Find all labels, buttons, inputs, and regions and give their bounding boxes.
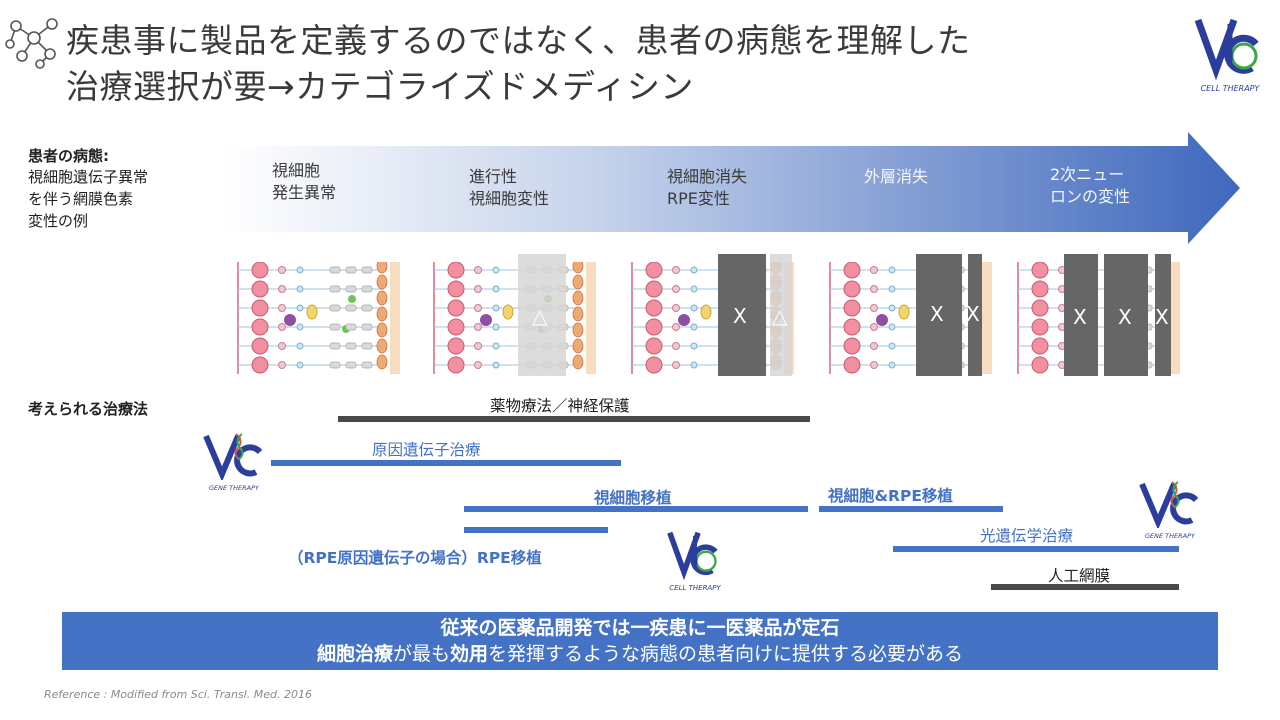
gene-therapy-label: 原因遺伝子治療 [372, 441, 481, 459]
banner-line-1: 従来の医薬品開発では一疾患に一医薬品が定石 [440, 617, 840, 639]
stage-4-label: 外層消失 [864, 167, 929, 186]
stage2-degeneration-shade [518, 254, 566, 376]
stage5-x-mark-3: X [1155, 305, 1169, 329]
cell-therapy-logo-top: CELL THERAPY [1190, 14, 1270, 94]
cell-therapy-text-middle: CELL THERAPY [669, 584, 721, 592]
rpe-transplant-bar [464, 527, 608, 533]
gene-therapy-logo-right: GENE THERAPY [1136, 478, 1204, 542]
stage5-loss-block-3 [1155, 254, 1171, 376]
stage5-loss-block-2 [1104, 254, 1148, 376]
conclusion-banner: 従来の医薬品開発では一疾患に一医薬品が定石 細胞治療が最も効用を発揮するような病… [62, 612, 1218, 670]
stage-1-label: 視細胞発生異常 [272, 161, 337, 202]
stage4-loss-block-2 [968, 254, 982, 376]
stage3-rpe-shade [770, 254, 792, 376]
stage5-loss-block-1 [1064, 254, 1098, 376]
vc-logo-icon [1194, 18, 1259, 81]
banner-line-2: 細胞治療が最も効用を発揮するような病態の患者向けに提供する必要がある [316, 643, 964, 665]
pathology-line-3: 変性の例 [28, 212, 89, 230]
gene-therapy-logo-left: GENE THERAPY [200, 430, 268, 494]
retina-illustration-stage-2 [433, 262, 596, 374]
stage-2-label: 進行性視細胞変性 [469, 167, 550, 208]
photoreceptor-rpe-transplant-bar [819, 506, 1003, 512]
gene-logo-icon [203, 433, 263, 482]
photoreceptor-rpe-transplant-label: 視細胞&RPE移植 [828, 487, 953, 505]
progression-arrow [224, 132, 1240, 244]
retina-illustration-stage-1 [237, 262, 400, 374]
stage3-x-mark: X [733, 304, 747, 328]
therapy-heading: 考えられる治療法 [28, 400, 149, 418]
gene-logo-icon-right [1139, 481, 1199, 530]
stage3-loss-block [718, 254, 766, 376]
network-icon [5, 18, 58, 69]
stage5-x-mark-1: X [1073, 305, 1087, 329]
drug-therapy-bar [338, 416, 810, 422]
stage4-x-mark-2: X [966, 302, 980, 326]
gene-therapy-text-right: GENE THERAPY [1145, 532, 1195, 540]
stage5-x-mark-2: X [1118, 305, 1132, 329]
reference-note: Reference : Modified from Sci. Transl. M… [44, 688, 312, 701]
artificial-retina-label: 人工網膜 [1048, 567, 1111, 585]
stage3-triangle-mark: △ [772, 304, 788, 328]
pathology-heading: 患者の病態: [28, 147, 109, 165]
optogenetic-therapy-bar [893, 546, 1179, 552]
stage4-x-mark-1: X [930, 302, 944, 326]
stage4-loss-block-1 [916, 254, 962, 376]
title-line-1: 疾患事に製品を定義するのではなく、患者の病態を理解した [66, 21, 971, 60]
vc-logo-icon-middle [667, 531, 718, 581]
drug-therapy-label: 薬物療法／神経保護 [490, 397, 630, 415]
photoreceptor-transplant-label: 視細胞移植 [594, 489, 672, 507]
gene-therapy-text-left: GENE THERAPY [209, 484, 259, 492]
page-title: 疾患事に製品を定義するのではなく、患者の病態を理解した 治療選択が要→カテゴライ… [66, 18, 971, 110]
cell-therapy-text: CELL THERAPY [1200, 84, 1260, 93]
stage-5-label: 2次ニューロンの変性 [1050, 165, 1131, 206]
gene-therapy-bar [271, 460, 621, 466]
pathology-line-2: を伴う網膜色素 [28, 190, 134, 208]
photoreceptor-transplant-bar [464, 506, 808, 512]
rpe-transplant-label: （RPE原因遺伝子の場合）RPE移植 [288, 549, 542, 567]
artificial-retina-bar [991, 584, 1179, 590]
stage2-triangle-mark: △ [532, 304, 548, 328]
optogenetic-therapy-label: 光遺伝学治療 [980, 527, 1074, 545]
pathology-line-1: 視細胞遺伝子異常 [28, 168, 149, 186]
title-line-2: 治療選択が要→カテゴライズドメディシン [66, 67, 694, 106]
cell-therapy-logo-middle: CELL THERAPY [660, 528, 730, 594]
